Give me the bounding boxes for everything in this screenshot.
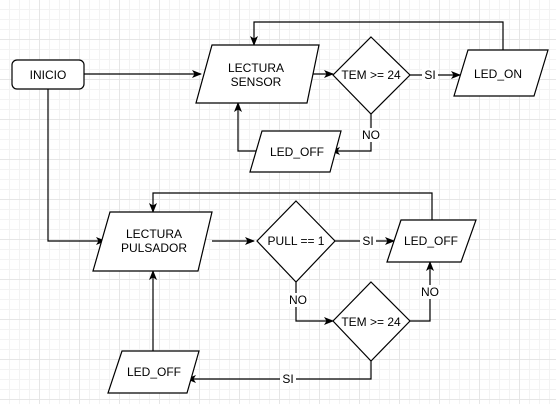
svg-text:LECTURA: LECTURA [228, 61, 284, 75]
lectura-sensor-node[interactable]: LECTURA SENSOR [195, 44, 320, 104]
svg-text:NO: NO [289, 293, 307, 307]
edge-led-on-loop-to-lectura-sensor[interactable] [250, 21, 504, 50]
svg-text:SENSOR: SENSOR [231, 75, 282, 89]
led-off-mid-node[interactable]: LED_OFF [386, 219, 477, 263]
tem2-decision[interactable]: TEM >= 24 [332, 281, 411, 362]
edge-tem2-no-to-led-off-mid[interactable] [410, 261, 434, 322]
edge-label-tem1-si: SI [422, 68, 438, 82]
svg-text:SI: SI [424, 68, 435, 82]
edge-led-off-top-to-lectura-sensor[interactable] [234, 102, 262, 152]
lectura-pulsador-node[interactable]: LECTURA PULSADOR [92, 211, 213, 272]
edge-label-tem2-si: SI [280, 372, 296, 386]
svg-text:LED_ON: LED_ON [474, 67, 522, 81]
led-off-bottom-node[interactable]: LED_OFF [107, 350, 200, 394]
svg-text:TEM >= 24: TEM >= 24 [341, 315, 401, 329]
svg-text:SI: SI [362, 234, 373, 248]
led-on-node[interactable]: LED_ON [453, 49, 549, 97]
edge-label-tem1-no: NO [361, 128, 381, 142]
svg-text:SI: SI [282, 372, 293, 386]
tem1-decision[interactable]: TEM >= 24 [332, 36, 411, 115]
svg-text:TEM >= 24: TEM >= 24 [341, 68, 401, 82]
svg-text:INICIO: INICIO [30, 68, 67, 82]
svg-text:LECTURA: LECTURA [126, 227, 182, 241]
edge-tem2-si-to-led-off-bottom[interactable] [186, 361, 372, 383]
edge-label-pull-si: SI [360, 234, 376, 248]
svg-text:PULL == 1: PULL == 1 [268, 234, 325, 248]
edge-tem1-no-to-led-off-top[interactable] [330, 114, 372, 155]
inicio-node[interactable]: INICIO [11, 59, 85, 90]
led-off-top-node[interactable]: LED_OFF [249, 130, 342, 173]
svg-text:NO: NO [421, 285, 439, 299]
svg-text:LED_OFF: LED_OFF [270, 145, 324, 159]
svg-text:LED_OFF: LED_OFF [404, 234, 458, 248]
edge-inicio-to-lectura-pulsador[interactable] [47, 89, 106, 245]
edge-label-tem2-no: NO [420, 285, 440, 299]
pull-decision[interactable]: PULL == 1 [256, 200, 336, 283]
edge-led-off-mid-loop-to-lectura-pulsador[interactable] [149, 192, 433, 220]
svg-text:LED_OFF: LED_OFF [127, 365, 181, 379]
svg-text:PULSADOR: PULSADOR [121, 241, 187, 255]
svg-text:NO: NO [362, 128, 380, 142]
edge-label-pull-no: NO [288, 293, 308, 307]
